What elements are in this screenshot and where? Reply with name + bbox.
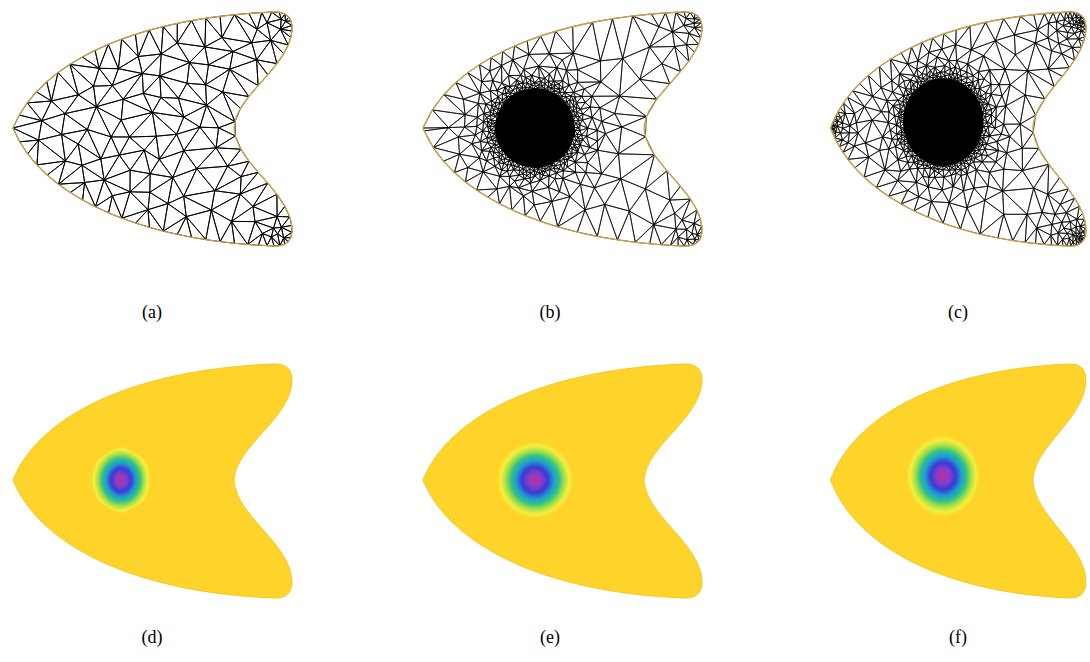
mesh-panel bbox=[423, 12, 702, 246]
solution-field bbox=[13, 364, 292, 598]
triangle-mesh bbox=[423, 12, 702, 246]
panels bbox=[13, 12, 1086, 598]
domain-boundary bbox=[13, 12, 292, 246]
solution-field bbox=[423, 364, 702, 598]
domain-fill bbox=[831, 12, 1086, 246]
mesh-panel bbox=[831, 12, 1086, 246]
triangle-mesh bbox=[831, 12, 1086, 246]
solution-peak bbox=[907, 436, 980, 516]
field-panel bbox=[831, 364, 1086, 598]
field-panel bbox=[13, 364, 292, 598]
domain-boundary bbox=[831, 12, 1086, 246]
panel-label: (f) bbox=[949, 627, 967, 648]
panel-label: (e) bbox=[540, 627, 560, 648]
refined-region bbox=[903, 78, 984, 166]
panel-label: (a) bbox=[142, 302, 162, 323]
panel-label: (b) bbox=[540, 302, 561, 323]
mesh-panel bbox=[13, 12, 292, 246]
domain-boundary bbox=[423, 12, 702, 246]
refined-region bbox=[495, 88, 575, 168]
domain-fill bbox=[13, 12, 292, 246]
panel-label: (d) bbox=[142, 627, 163, 648]
solution-peak bbox=[91, 446, 151, 514]
domain-fill bbox=[423, 12, 702, 246]
field-panel bbox=[423, 364, 702, 598]
triangle-mesh bbox=[13, 12, 292, 246]
panel-label: (c) bbox=[948, 302, 968, 323]
solution-peak bbox=[497, 442, 573, 518]
solution-field bbox=[831, 364, 1086, 598]
